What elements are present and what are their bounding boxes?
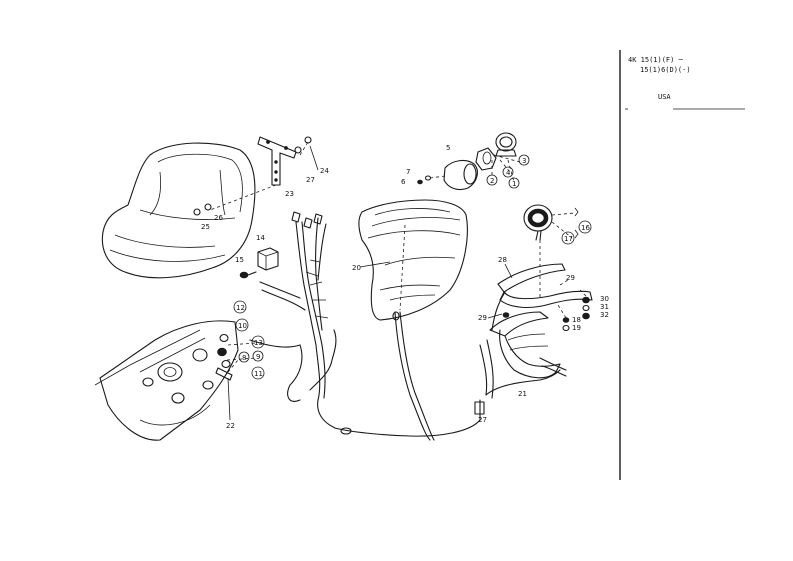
callout-27: 27 — [306, 176, 315, 184]
callout-27b: 27 — [478, 416, 487, 424]
callout-29b: 29 — [478, 314, 487, 322]
seat — [101, 142, 256, 279]
seat-bracket — [257, 136, 297, 186]
callout-26: 26 — [214, 214, 223, 222]
dashboard — [94, 320, 239, 441]
callout-32: 32 — [600, 311, 609, 319]
rear-lamp — [523, 204, 579, 241]
callout-2: 2 — [490, 177, 494, 185]
bolt-15 — [239, 271, 257, 279]
callout-29: 29 — [566, 274, 575, 282]
callout-17: 17 — [564, 235, 573, 243]
callout-21: 21 — [518, 390, 527, 398]
callout-10: 10 — [238, 322, 247, 330]
callout-24: 24 — [320, 167, 329, 175]
callout-30: 30 — [600, 295, 609, 303]
headlight-assembly — [417, 132, 521, 191]
callout-16: 16 — [581, 224, 590, 232]
callout-9: 9 — [256, 353, 260, 361]
callout-14: 14 — [256, 234, 265, 242]
callout-20: 20 — [352, 264, 361, 272]
callout-8: 8 — [242, 354, 246, 362]
fender — [358, 199, 468, 321]
callout-12: 12 — [236, 304, 245, 312]
callout-7: 7 — [406, 168, 410, 176]
callout-28: 28 — [498, 256, 507, 264]
side-panel-line1: 4K 15(1)(F) ─ — [628, 56, 683, 64]
callout-3: 3 — [522, 157, 526, 165]
switch-cluster — [215, 333, 257, 381]
seat-bolts — [193, 136, 312, 216]
callout-22: 22 — [226, 422, 235, 430]
rear-bolts — [502, 289, 590, 332]
wire-connectors-top — [291, 211, 323, 229]
callout-13: 13 — [254, 339, 263, 347]
callout-4: 4 — [506, 169, 511, 177]
callout-labels: 1 2 3 4 5 6 7 8 9 10 11 12 13 14 15 16 1… — [201, 144, 609, 430]
callout-15: 15 — [235, 256, 244, 264]
side-panel-line2: 15(1)6(D)(-) — [640, 66, 691, 74]
wiring-harness — [249, 217, 485, 441]
callout-31: 31 — [600, 303, 609, 311]
callout-18: 18 — [572, 316, 581, 324]
callout-6: 6 — [401, 178, 406, 186]
relay — [257, 247, 279, 271]
callout-25: 25 — [201, 223, 210, 231]
callout-23: 23 — [285, 190, 294, 198]
callout-1: 1 — [512, 180, 516, 188]
side-panel-region: USA — [658, 93, 671, 101]
callout-11: 11 — [254, 370, 263, 378]
callout-19: 19 — [572, 324, 581, 332]
rear-bracket — [479, 240, 593, 399]
callout-5: 5 — [446, 144, 450, 152]
